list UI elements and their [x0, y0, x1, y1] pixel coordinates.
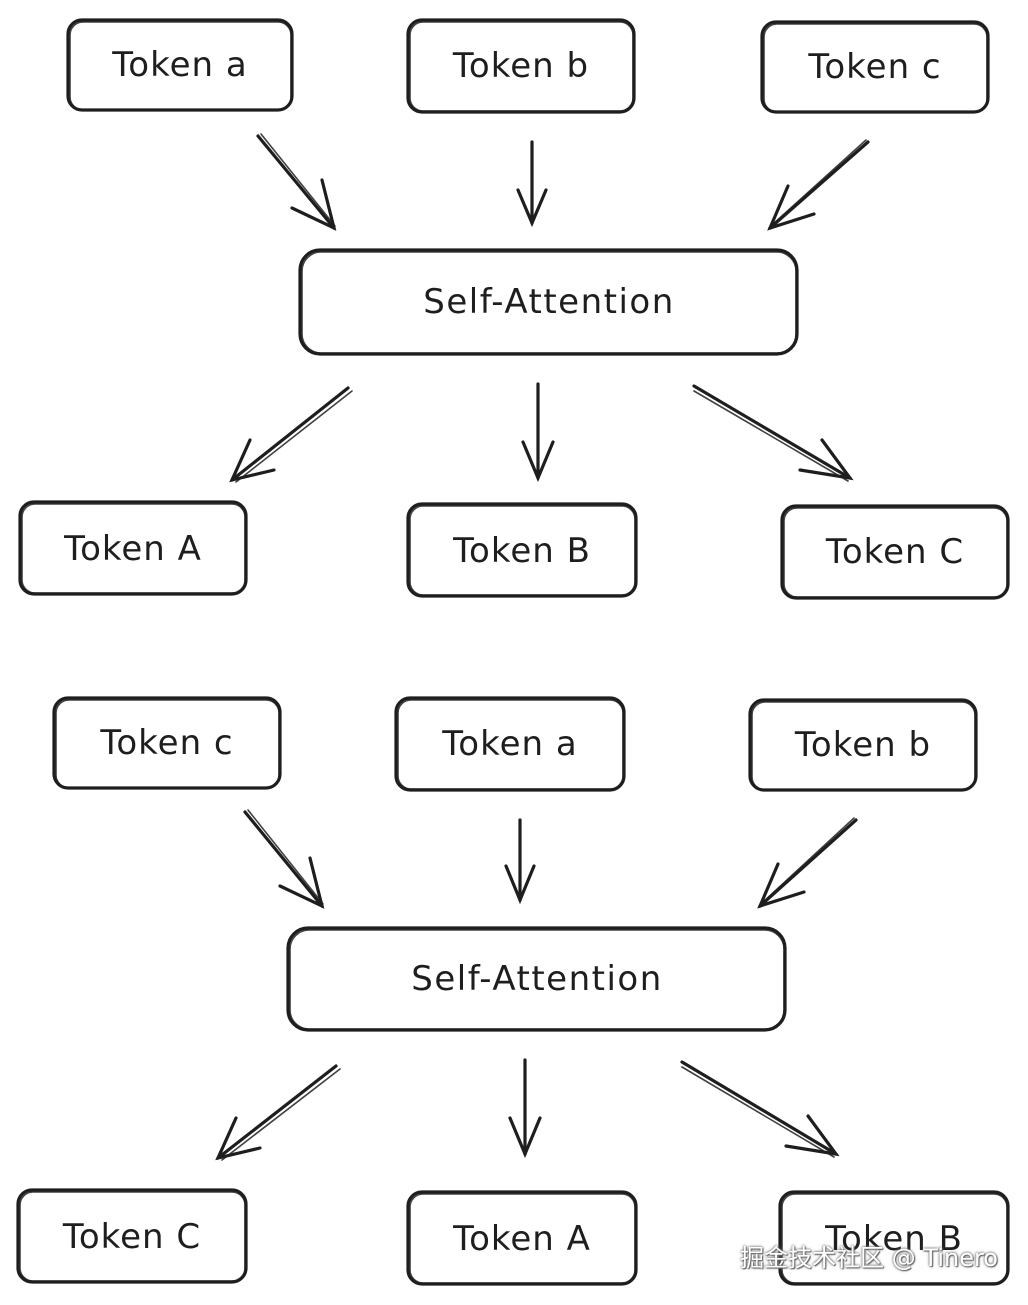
input-token-label: Token b [452, 46, 589, 86]
output-token-label: Token C [825, 532, 964, 572]
input-arrow [256, 133, 337, 231]
output-token-label: Token A [452, 1219, 591, 1259]
self-attention-label: Self-Attention [411, 959, 663, 999]
output-token-box: Token B [406, 502, 638, 598]
input-token-label: Token a [111, 45, 247, 85]
input-token-box: Token b [748, 698, 978, 792]
output-token-box: Token A [18, 500, 248, 596]
output-arrow [692, 384, 854, 482]
output-token-label: Token B [452, 531, 591, 571]
output-token-box: Token B [778, 1190, 1010, 1286]
output-token-label: Token A [63, 529, 202, 569]
output-token-box: Token A [406, 1190, 638, 1286]
output-token-box: Token C [780, 504, 1010, 600]
output-arrow [229, 386, 353, 483]
input-token-box: Token c [760, 20, 990, 114]
input-arrow [757, 817, 858, 909]
output-token-label: Token C [62, 1217, 201, 1257]
input-arrow [504, 818, 536, 905]
diagram-2: Token c Token a Token b [16, 696, 1010, 1286]
input-token-label: Token c [807, 47, 941, 87]
watermark-text: 掘金技术社区 @ Tinero [740, 1244, 998, 1272]
output-arrow [680, 1060, 840, 1158]
input-arrow [767, 139, 870, 231]
input-token-label: Token a [441, 724, 577, 764]
output-arrow [508, 1058, 542, 1159]
input-token-label: Token b [794, 725, 931, 765]
output-arrow [521, 382, 555, 483]
input-token-box: Token c [52, 696, 282, 790]
input-token-label: Token c [99, 723, 233, 763]
self-attention-box: Self-Attention [286, 926, 787, 1032]
input-token-box: Token b [406, 18, 636, 114]
output-arrow [215, 1064, 341, 1161]
input-arrow [516, 140, 548, 228]
output-token-box: Token C [16, 1188, 248, 1284]
diagram-1: Token a Token b Token c [18, 18, 1010, 600]
input-token-box: Token a [66, 18, 294, 112]
input-token-box: Token a [394, 696, 626, 792]
input-arrow [243, 809, 325, 909]
self-attention-box: Self-Attention [298, 248, 799, 356]
self-attention-label: Self-Attention [423, 282, 675, 322]
output-token-label: Token B [824, 1219, 963, 1259]
